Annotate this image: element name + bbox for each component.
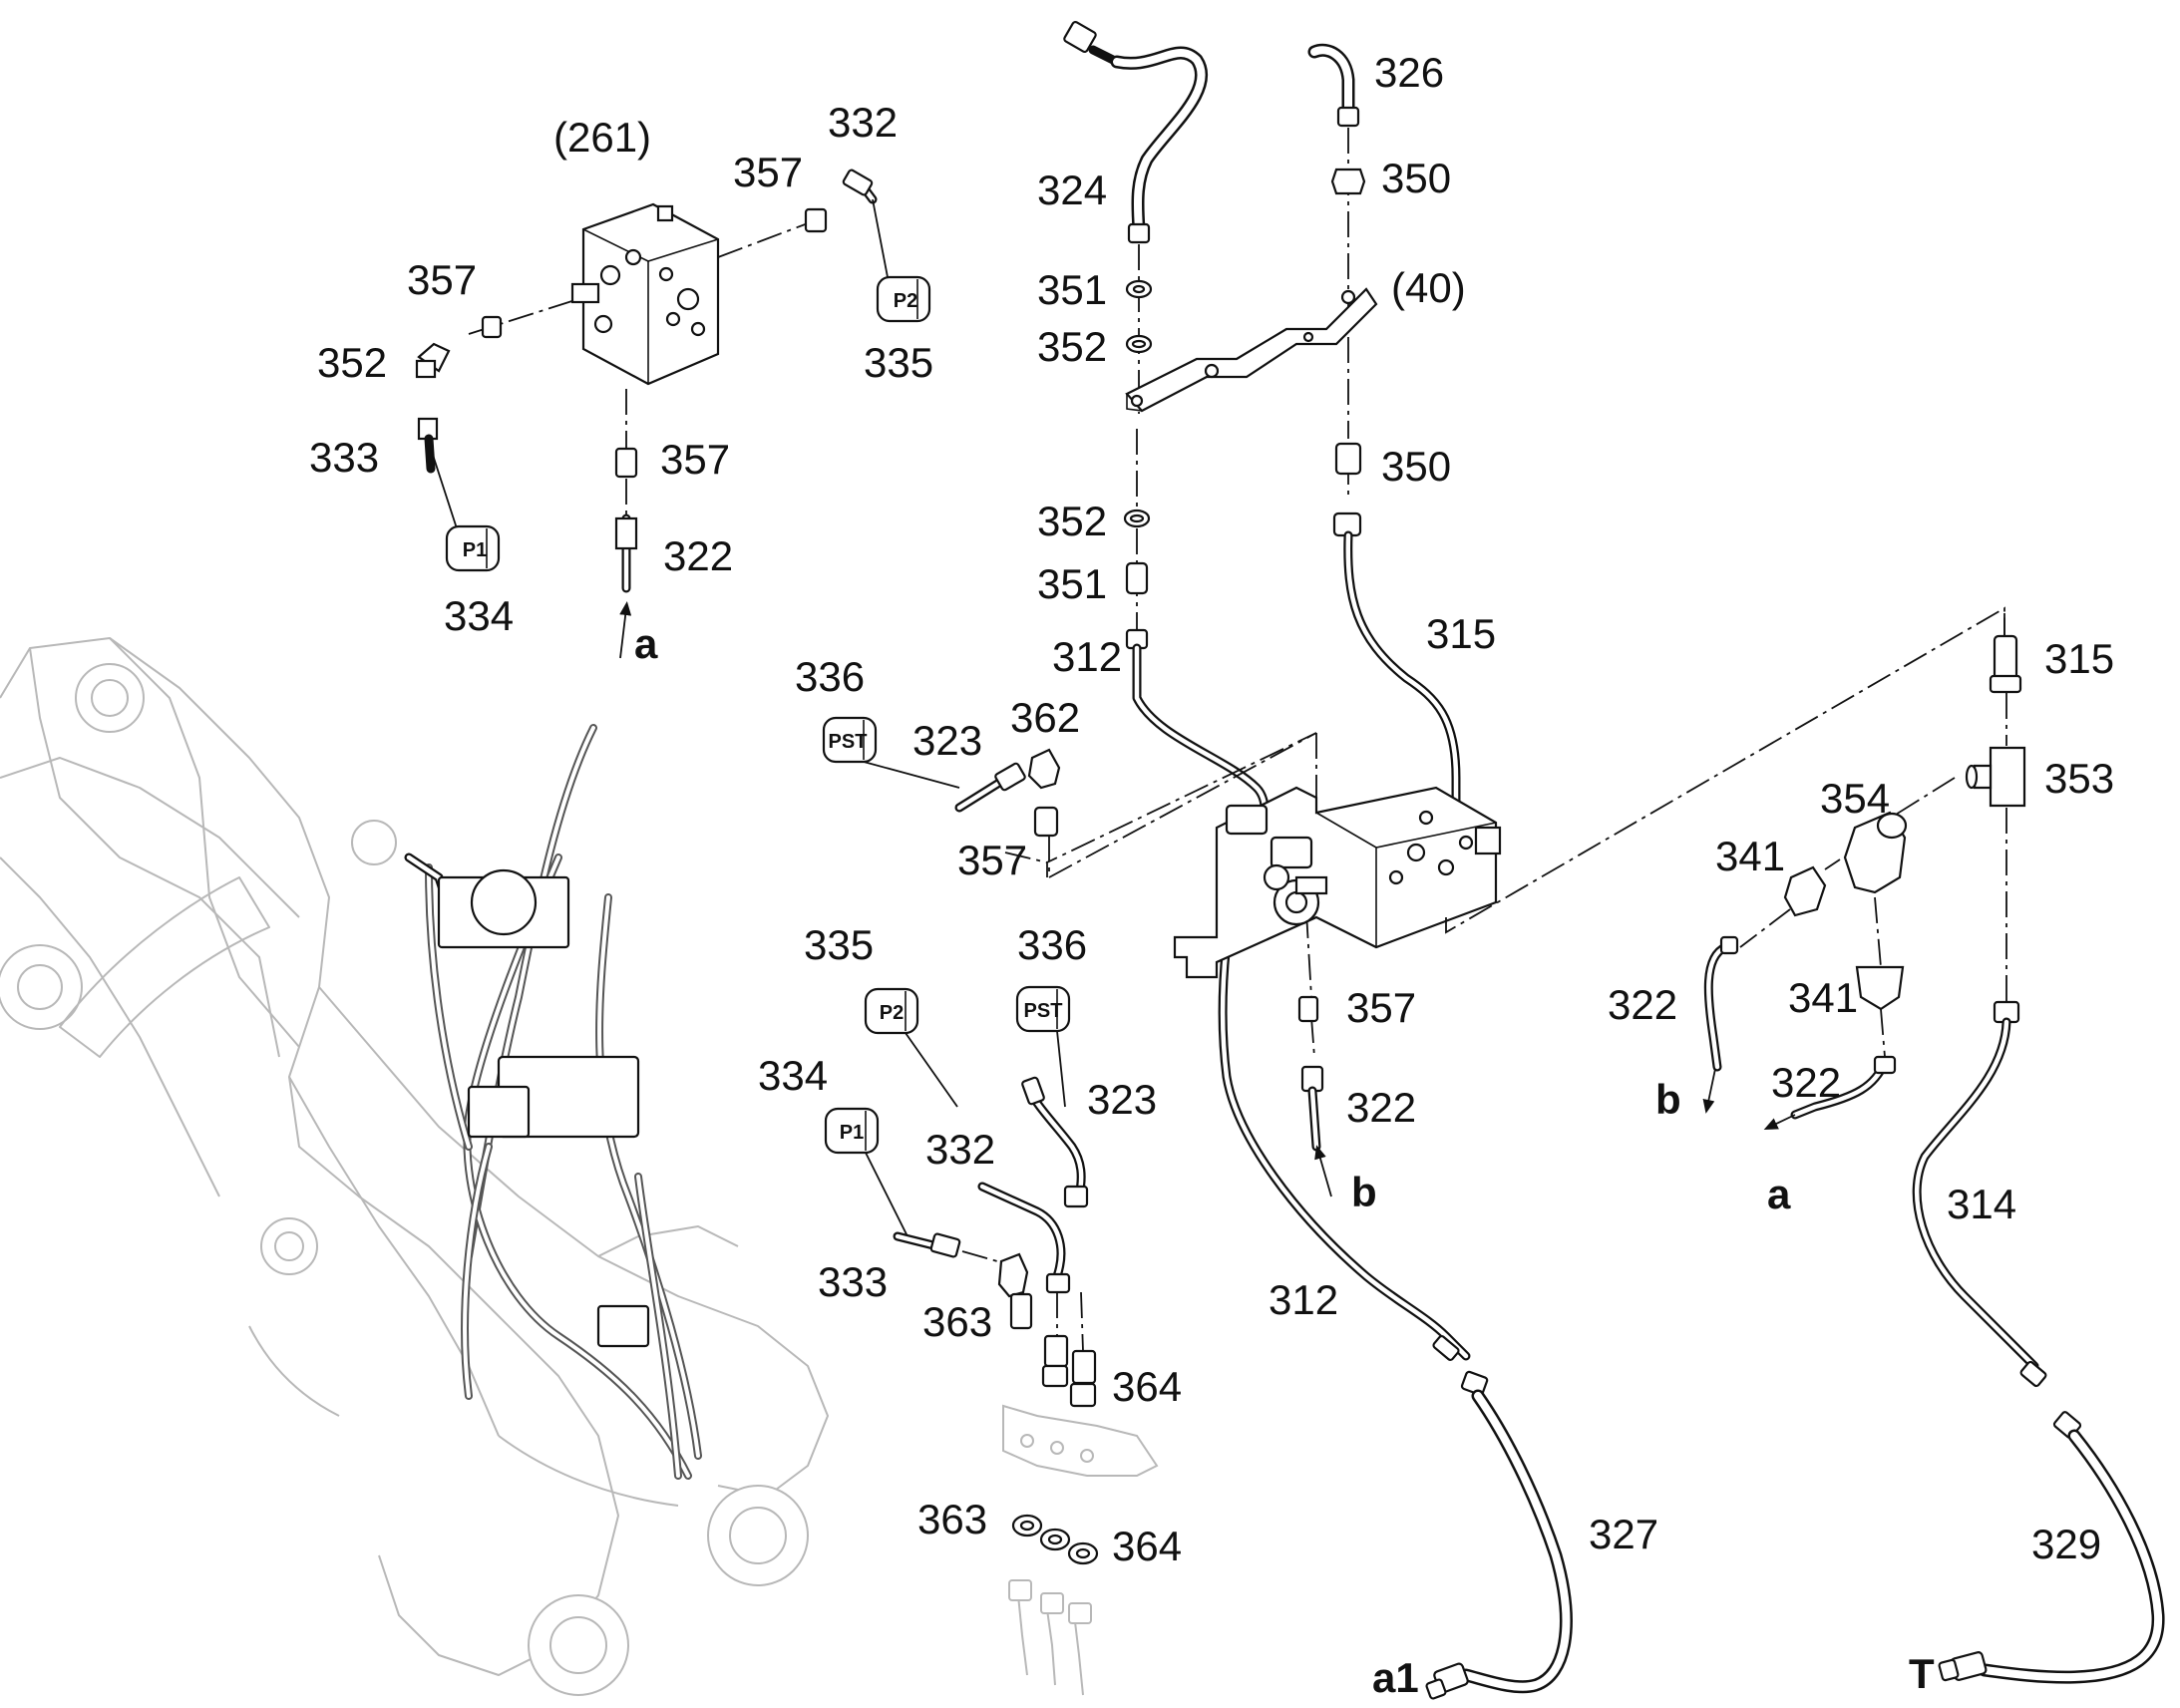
callout-336: 336: [795, 653, 865, 700]
callout-323: 323: [1087, 1076, 1157, 1123]
callout-326: 326: [1374, 49, 1444, 96]
bracket-40: [1125, 287, 1378, 413]
hose-314-329: [1912, 1000, 2165, 1684]
callout-312: 312: [1269, 1276, 1338, 1323]
arrow-icon: [1314, 1145, 1332, 1197]
svg-text:P2: P2: [894, 290, 917, 312]
callout-363: 363: [917, 1496, 987, 1542]
center-fittings: [1123, 168, 1366, 650]
callout-352: 352: [317, 339, 387, 386]
callout-334: 334: [758, 1052, 828, 1099]
boom-hoses: [404, 724, 702, 1480]
callout-327: 327: [1589, 1511, 1658, 1557]
callout-332: 332: [925, 1126, 995, 1173]
callout-352: 352: [1037, 323, 1107, 370]
svg-text:PST: PST: [1024, 1000, 1063, 1022]
valve-block-261: [570, 202, 720, 386]
flow-marker-t: T: [1909, 1650, 1935, 1697]
callout-324: 324: [1037, 167, 1107, 213]
callout-341: 341: [1715, 833, 1785, 879]
callout-322: 322: [1771, 1059, 1841, 1106]
callout-351: 351: [1037, 560, 1107, 607]
callout-364: 364: [1112, 1363, 1182, 1410]
callout-350: 350: [1381, 155, 1451, 201]
svg-text:P2: P2: [880, 1002, 904, 1024]
hose-324: [1063, 20, 1209, 244]
callout-335: 335: [804, 921, 874, 968]
arrow-icon: [1702, 1068, 1716, 1114]
callout-261: (261): [553, 114, 651, 161]
flow-marker-b: b: [1351, 1169, 1377, 1215]
cap-p1-top: P1: [445, 524, 501, 572]
right-fittings: [1703, 613, 2026, 1131]
callout-335: 335: [864, 339, 933, 386]
callout-362: 362: [1010, 694, 1080, 741]
callout-364: 364: [1112, 1523, 1182, 1569]
flow-marker-b: b: [1655, 1076, 1681, 1123]
callout-314: 314: [1947, 1181, 2016, 1227]
callout-341: 341: [1788, 974, 1858, 1021]
flow-marker-a: a: [1767, 1171, 1791, 1217]
flow-marker-a: a: [634, 620, 658, 667]
cap-p2-top: P2: [876, 275, 931, 323]
callout-315: 315: [2044, 635, 2114, 682]
boom-frame-ghost: [0, 637, 829, 1696]
callout-334: 334: [444, 592, 514, 639]
flow-marker-a1: a1: [1372, 1654, 1419, 1701]
callout-312: 312: [1052, 633, 1122, 680]
callout-333: 333: [309, 434, 379, 481]
callout-labels: (261) 332 357 357 352 333 334 357 322 a …: [309, 49, 2114, 1701]
callout-350: 350: [1381, 443, 1451, 490]
callout-354: 354: [1820, 775, 1890, 822]
hose-327: [1425, 1370, 1573, 1700]
callout-357: 357: [1346, 984, 1416, 1031]
bottom-mid-group: P2 PST P1: [824, 985, 1159, 1696]
callout-352: 352: [1037, 498, 1107, 544]
callout-40: (40): [1391, 264, 1466, 311]
svg-text:P1: P1: [463, 539, 487, 561]
callout-315: 315: [1426, 610, 1496, 657]
callout-332: 332: [828, 99, 898, 146]
center-valve-block: [1173, 786, 1502, 979]
callout-351: 351: [1037, 266, 1107, 313]
hose-326: [1307, 43, 1360, 128]
flow-arrows: [619, 601, 1716, 1197]
callout-322: 322: [663, 532, 733, 579]
callout-357: 357: [660, 436, 730, 483]
callout-357: 357: [957, 837, 1027, 883]
callout-357: 357: [733, 149, 803, 195]
svg-text:P1: P1: [840, 1122, 864, 1144]
callout-357: 357: [407, 256, 477, 303]
callout-336: 336: [1017, 921, 1087, 968]
callout-333: 333: [818, 1258, 888, 1305]
arrow-icon: [619, 601, 632, 659]
callout-353: 353: [2044, 755, 2114, 802]
callout-323: 323: [912, 717, 982, 764]
svg-text:PST: PST: [829, 731, 868, 753]
top-left-fittings: [415, 169, 889, 593]
center-bottom-fittings: [1297, 995, 1324, 1152]
callout-329: 329: [2031, 1521, 2101, 1567]
callout-322: 322: [1346, 1084, 1416, 1131]
mid-group-336-323: PST: [822, 716, 1317, 879]
callout-363: 363: [922, 1298, 992, 1345]
callout-322: 322: [1608, 981, 1677, 1028]
